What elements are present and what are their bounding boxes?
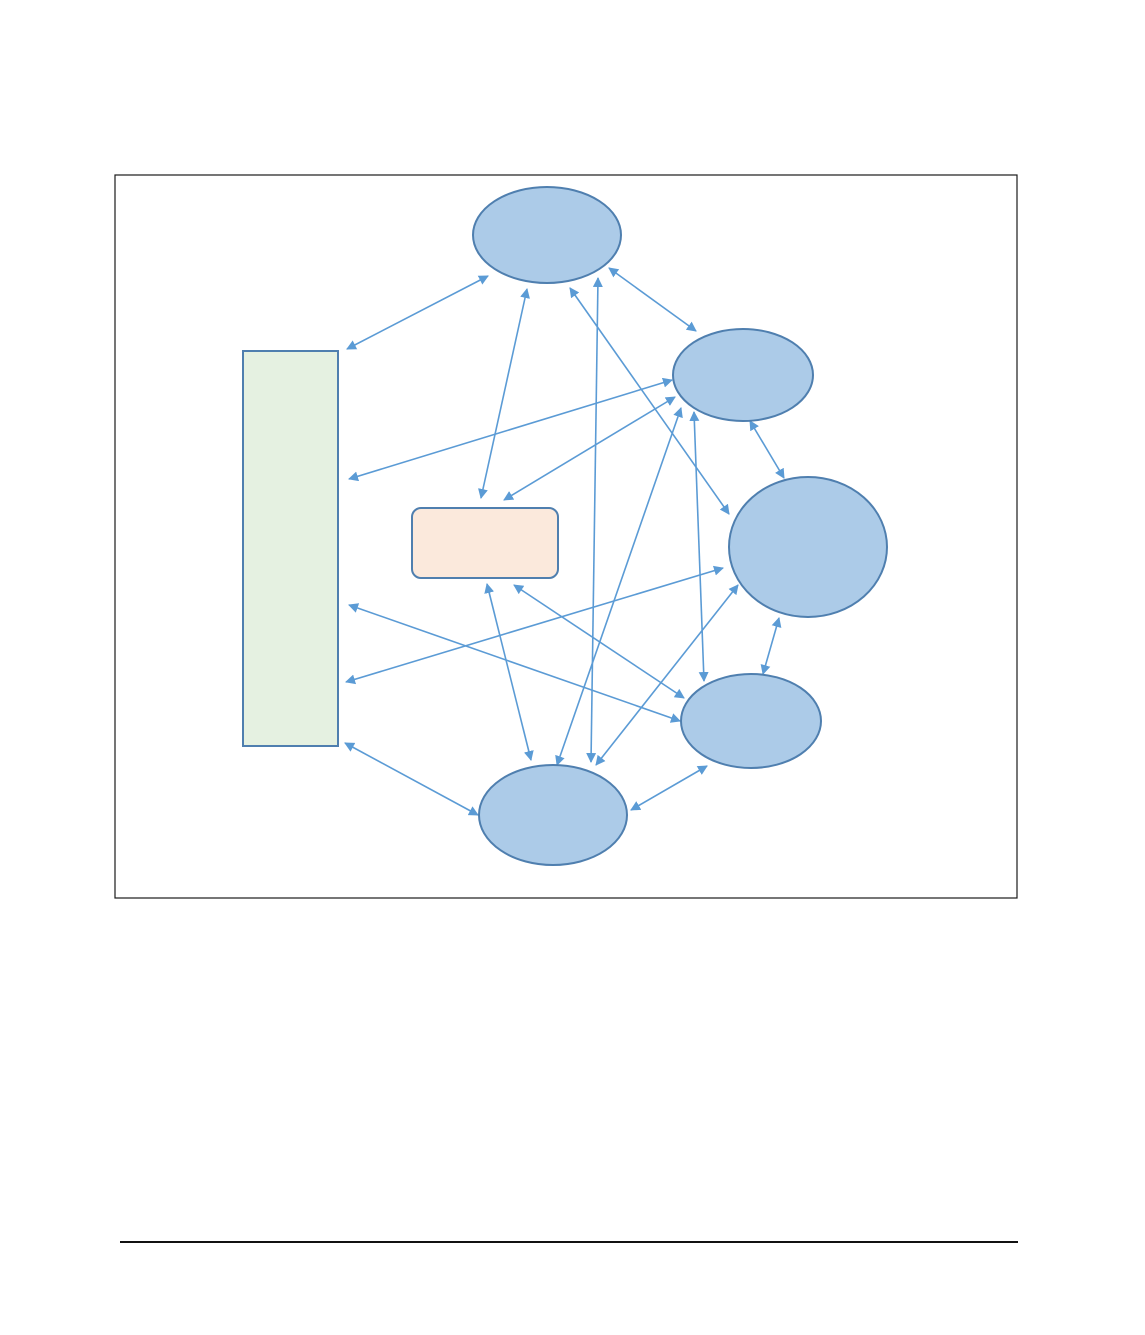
edge-node-top-to-node-upper-right	[608, 267, 697, 332]
footer-rule	[120, 1241, 1018, 1243]
edge-center-box-to-node-lower-right	[513, 584, 685, 699]
node-bottom	[478, 764, 628, 866]
edge-left-panel-to-node-bottom	[344, 742, 479, 816]
node-lower-right	[680, 673, 822, 769]
left-panel	[242, 350, 339, 747]
node-upper-right	[672, 328, 814, 422]
edge-node-upper-right-to-node-lower-right	[689, 411, 709, 682]
edge-center-box-to-node-bottom	[484, 583, 534, 761]
nodes-layer	[242, 186, 888, 866]
edge-left-panel-to-node-upper-right	[348, 377, 673, 482]
node-top	[472, 186, 622, 284]
edge-left-panel-to-node-top	[346, 275, 489, 350]
edge-node-top-to-node-bottom	[586, 277, 603, 763]
edge-node-right-to-node-lower-right	[760, 617, 782, 675]
diagram-border	[114, 174, 1018, 899]
edge-node-right-to-node-bottom	[595, 584, 739, 766]
edge-node-upper-right-to-node-right	[749, 420, 785, 479]
edge-center-box-to-node-upper-right	[503, 396, 676, 501]
edge-node-lower-right-to-node-bottom	[630, 765, 708, 811]
node-right	[728, 476, 888, 618]
edges-layer	[344, 267, 785, 816]
edge-center-box-to-node-top	[478, 288, 530, 499]
edge-left-panel-to-node-right	[345, 565, 724, 685]
center-box	[411, 507, 559, 579]
